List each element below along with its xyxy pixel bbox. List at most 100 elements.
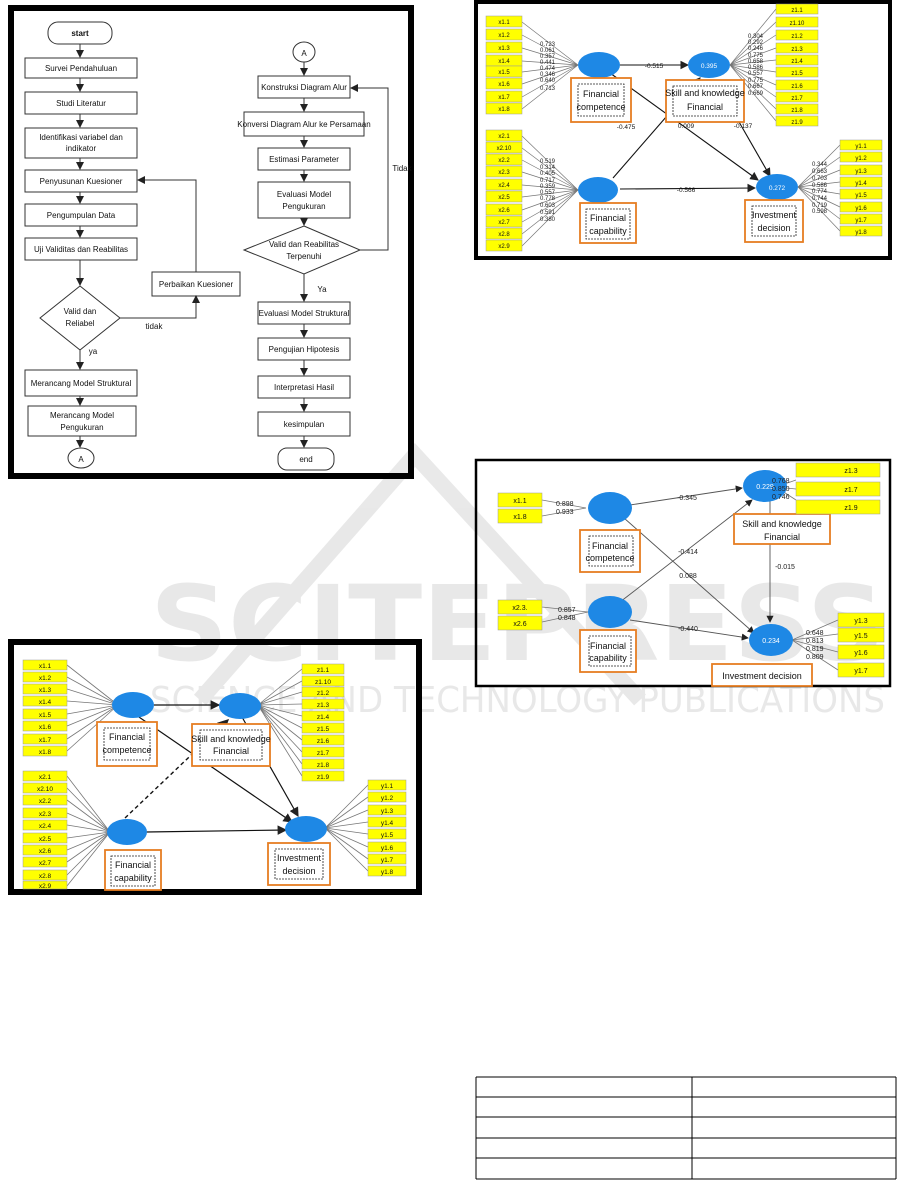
svg-text:decision: decision — [282, 866, 315, 876]
svg-text:0.441: 0.441 — [540, 60, 556, 66]
svg-text:0.246: 0.246 — [748, 46, 764, 52]
svg-text:Tidak: Tidak — [392, 164, 412, 173]
svg-text:0.405: 0.405 — [540, 171, 556, 177]
svg-text:z1.2: z1.2 — [317, 690, 330, 697]
svg-text:0.292: 0.292 — [748, 40, 764, 46]
svg-text:y1.8: y1.8 — [855, 230, 867, 236]
svg-text:y1.2: y1.2 — [855, 156, 867, 162]
svg-text:Pengumpulan Data: Pengumpulan Data — [47, 211, 116, 220]
svg-text:capability: capability — [589, 653, 627, 663]
svg-text:x1.2: x1.2 — [498, 33, 510, 39]
svg-text:z1.9: z1.9 — [791, 120, 803, 126]
svg-text:Evaluasi Model Struktural: Evaluasi Model Struktural — [259, 309, 350, 318]
svg-text:0.778: 0.778 — [540, 196, 556, 202]
svg-text:x2.7: x2.7 — [39, 860, 52, 867]
svg-text:capability: capability — [589, 226, 627, 236]
svg-text:y1.8: y1.8 — [381, 869, 394, 876]
svg-text:Pengukuran: Pengukuran — [282, 202, 325, 211]
svg-text:0.848: 0.848 — [558, 615, 576, 622]
svg-text:x2.6: x2.6 — [498, 208, 510, 214]
svg-text:competence: competence — [585, 553, 634, 563]
svg-text:x1.5: x1.5 — [39, 712, 52, 719]
svg-text:-0.515: -0.515 — [645, 63, 664, 70]
svg-text:z1.8: z1.8 — [791, 108, 803, 114]
svg-text:0.304: 0.304 — [748, 34, 764, 40]
svg-text:0.586: 0.586 — [748, 65, 764, 71]
svg-text:x2.4: x2.4 — [39, 823, 52, 830]
svg-text:0.717: 0.717 — [540, 178, 556, 184]
svg-text:0.557: 0.557 — [540, 190, 556, 196]
svg-text:0.746: 0.746 — [772, 494, 790, 501]
svg-text:x2.1: x2.1 — [39, 774, 52, 781]
svg-text:x2.3: x2.3 — [39, 811, 52, 818]
svg-text:z1.4: z1.4 — [317, 714, 330, 721]
svg-text:z1.1: z1.1 — [317, 667, 330, 674]
svg-text:Skill and knowledge: Skill and knowledge — [665, 88, 745, 98]
svg-text:y1.3: y1.3 — [381, 808, 394, 815]
flowchart-figure: start Survei Pendahuluan Studi Literatur… — [8, 5, 414, 479]
svg-text:0.359: 0.359 — [540, 184, 556, 190]
svg-text:Financial: Financial — [583, 89, 619, 99]
svg-text:0.640: 0.640 — [540, 78, 556, 84]
svg-text:y1.5: y1.5 — [855, 193, 867, 199]
svg-text:0.557: 0.557 — [748, 71, 764, 77]
svg-text:Financial: Financial — [213, 746, 249, 756]
svg-text:y1.6: y1.6 — [855, 206, 867, 212]
svg-text:x1.1: x1.1 — [498, 20, 510, 26]
svg-text:x2.8: x2.8 — [498, 232, 510, 238]
svg-text:y1.7: y1.7 — [381, 857, 394, 864]
r2-skill: 0.395 — [701, 63, 718, 70]
svg-text:-0.137: -0.137 — [734, 123, 753, 130]
svg-text:Studi Literatur: Studi Literatur — [56, 99, 106, 108]
svg-text:z1.4: z1.4 — [791, 59, 803, 65]
svg-text:x2.6: x2.6 — [513, 621, 526, 628]
svg-text:ya: ya — [89, 347, 98, 356]
svg-text:Pengukuran: Pengukuran — [60, 423, 103, 432]
svg-text:x1.2: x1.2 — [39, 675, 52, 682]
svg-text:y1.4: y1.4 — [855, 181, 867, 187]
svg-text:Merancang Model Struktural: Merancang Model Struktural — [31, 379, 132, 388]
svg-text:0.719: 0.719 — [812, 203, 828, 209]
sem-model-final: Financial competence Skill and knowledge… — [474, 458, 892, 688]
svg-text:Valid dan Reabilitas: Valid dan Reabilitas — [269, 240, 339, 249]
construct-financial-competence: Financial — [109, 732, 145, 742]
svg-text:z1.9: z1.9 — [844, 505, 857, 512]
svg-text:0.591: 0.591 — [540, 210, 556, 216]
svg-text:0.933: 0.933 — [556, 509, 574, 516]
svg-text:0.648: 0.648 — [806, 630, 824, 637]
svg-text:z1.7: z1.7 — [791, 96, 803, 102]
r2-investment: 0.272 — [769, 185, 786, 192]
svg-text:x1.8: x1.8 — [498, 107, 510, 113]
svg-text:y1.7: y1.7 — [854, 668, 867, 675]
svg-text:0.809: 0.809 — [806, 654, 824, 661]
svg-text:x2.5: x2.5 — [498, 195, 510, 201]
svg-text:0.775: 0.775 — [748, 53, 764, 59]
svg-text:Perbaikan Kuesioner: Perbaikan Kuesioner — [159, 280, 234, 289]
construct-investment-decision: Investment — [277, 853, 322, 863]
svg-text:Financial: Financial — [592, 541, 628, 551]
svg-text:-0.566: -0.566 — [677, 187, 696, 194]
svg-text:x1.5: x1.5 — [498, 70, 510, 76]
svg-text:x2.5: x2.5 — [39, 836, 52, 843]
svg-text:-0.414: -0.414 — [678, 549, 698, 556]
svg-text:x1.1: x1.1 — [513, 498, 526, 505]
svg-text:x1.4: x1.4 — [498, 59, 510, 65]
svg-text:Skill and knowledge: Skill and knowledge — [742, 519, 822, 529]
svg-text:z1.7: z1.7 — [844, 487, 857, 494]
svg-text:z1.10: z1.10 — [315, 679, 331, 686]
svg-text:0.663: 0.663 — [812, 169, 828, 175]
svg-text:0.898: 0.898 — [556, 501, 574, 508]
svg-text:x2.3.: x2.3. — [512, 605, 527, 612]
svg-text:x1.8: x1.8 — [39, 749, 52, 756]
svg-text:-0.475: -0.475 — [617, 124, 636, 131]
svg-text:Financial: Financial — [590, 213, 626, 223]
svg-text:0.857: 0.857 — [558, 607, 576, 614]
svg-text:y1.3: y1.3 — [854, 618, 867, 625]
svg-text:y1.2: y1.2 — [381, 795, 394, 802]
construct-financial-capability: Financial — [115, 860, 151, 870]
svg-text:0.009: 0.009 — [678, 123, 695, 130]
svg-text:x1.6: x1.6 — [39, 724, 52, 731]
sem-model-initial: Financial competence Skill and knowledge… — [8, 639, 422, 895]
svg-text:y1.5: y1.5 — [381, 832, 394, 839]
